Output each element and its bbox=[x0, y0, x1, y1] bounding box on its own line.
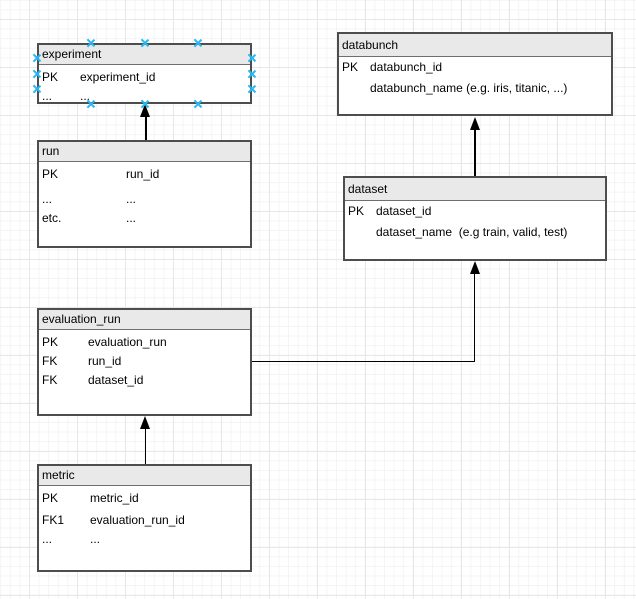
entity-title: metric bbox=[42, 468, 75, 482]
attr-key: ... bbox=[42, 89, 53, 103]
connector-dataset-to-databunch[interactable] bbox=[474, 128, 476, 176]
attr-key: FK bbox=[42, 373, 58, 387]
arrowhead-icon bbox=[469, 117, 480, 130]
attr-value: ... bbox=[80, 89, 91, 103]
connection-point-handle[interactable] bbox=[33, 69, 42, 78]
attr-key: ... bbox=[42, 192, 53, 206]
entity-experiment-body: PK experiment_id ... ... bbox=[39, 65, 250, 106]
connection-point-handle[interactable] bbox=[140, 39, 149, 48]
attr-key: etc. bbox=[42, 211, 62, 225]
connector-evaluation-run-to-dataset-horizontal[interactable] bbox=[252, 360, 475, 362]
connection-point-handle[interactable] bbox=[248, 54, 257, 63]
entity-run-body: PK run_id ... ... etc. ... bbox=[39, 162, 250, 228]
attr-value: ... bbox=[126, 211, 137, 225]
entity-dataset-header[interactable]: dataset bbox=[345, 178, 605, 201]
attr-value: ... bbox=[126, 192, 137, 206]
attribute-row[interactable]: dataset_name (e.g train, valid, test) bbox=[348, 222, 605, 243]
entity-databunch-body: PK databunch_id databunch_name (e.g. iri… bbox=[339, 57, 611, 99]
entity-run-header[interactable]: run bbox=[39, 142, 250, 162]
entity-databunch[interactable]: databunch PK databunch_id databunch_name… bbox=[337, 32, 613, 116]
attribute-row[interactable]: PK databunch_id bbox=[342, 57, 611, 78]
attribute-row[interactable]: ... ... bbox=[42, 87, 250, 106]
entity-experiment-header[interactable]: experiment bbox=[39, 45, 250, 65]
attr-value: experiment_id bbox=[80, 70, 156, 84]
entity-metric-body: PK metric_id FK1 evaluation_run_id ... .… bbox=[39, 486, 250, 549]
entity-title: dataset bbox=[348, 182, 388, 196]
attr-value: dataset_name (e.g train, valid, test) bbox=[376, 225, 568, 239]
attr-value: databunch_name (e.g. iris, titanic, ...) bbox=[370, 81, 568, 95]
attr-key bbox=[348, 222, 376, 243]
connection-point-handle[interactable] bbox=[86, 100, 95, 109]
attr-value: evaluation_run bbox=[88, 335, 167, 349]
entity-run[interactable]: run PK run_id ... ... etc. ... bbox=[37, 140, 252, 248]
entity-metric[interactable]: metric PK metric_id FK1 evaluation_run_i… bbox=[37, 464, 252, 572]
entity-evaluation-run-body: PK evaluation_run FK run_id FK dataset_i… bbox=[39, 330, 250, 390]
attr-value: ... bbox=[90, 532, 101, 546]
connector-run-to-experiment[interactable] bbox=[145, 115, 147, 140]
attr-value: dataset_id bbox=[376, 204, 432, 218]
attribute-row[interactable]: ... ... bbox=[42, 190, 250, 209]
attr-key: FK bbox=[42, 354, 58, 368]
attr-key: PK bbox=[42, 70, 59, 84]
connection-point-handle[interactable] bbox=[248, 84, 257, 93]
entity-title: evaluation_run bbox=[42, 312, 121, 326]
attribute-row[interactable]: PK dataset_id bbox=[348, 201, 605, 222]
attr-key bbox=[342, 78, 370, 99]
attr-value: run_id bbox=[88, 354, 122, 368]
connection-point-handle[interactable] bbox=[140, 100, 149, 109]
arrowhead-icon bbox=[139, 416, 150, 429]
arrowhead-icon bbox=[469, 261, 480, 274]
attr-key: PK bbox=[42, 491, 59, 505]
entity-metric-header[interactable]: metric bbox=[39, 466, 250, 486]
connector-metric-to-evaluation-run[interactable] bbox=[144, 427, 146, 464]
attribute-row[interactable]: FK dataset_id bbox=[42, 371, 250, 390]
attribute-row[interactable]: FK run_id bbox=[42, 352, 250, 371]
connection-point-handle[interactable] bbox=[194, 39, 203, 48]
attribute-row[interactable]: ... ... bbox=[42, 530, 250, 549]
connection-point-handle[interactable] bbox=[86, 39, 95, 48]
attr-key: ... bbox=[42, 532, 53, 546]
attribute-row[interactable]: PK experiment_id bbox=[42, 68, 250, 87]
entity-databunch-header[interactable]: databunch bbox=[339, 34, 611, 57]
attr-key: FK1 bbox=[42, 513, 65, 527]
attr-value: evaluation_run_id bbox=[90, 513, 185, 527]
attr-value: databunch_id bbox=[370, 60, 443, 74]
attribute-row[interactable]: databunch_name (e.g. iris, titanic, ...) bbox=[342, 78, 611, 99]
connection-point-handle[interactable] bbox=[33, 84, 42, 93]
entity-title: experiment bbox=[42, 47, 102, 61]
connection-point-handle[interactable] bbox=[248, 69, 257, 78]
entity-dataset[interactable]: dataset PK dataset_id dataset_name (e.g … bbox=[343, 176, 607, 261]
entity-experiment[interactable]: experiment PK experiment_id ... ... bbox=[37, 43, 252, 104]
attr-value: run_id bbox=[126, 167, 160, 181]
connector-evaluation-run-to-dataset-vertical[interactable] bbox=[473, 272, 476, 362]
entity-dataset-body: PK dataset_id dataset_name (e.g train, v… bbox=[345, 201, 605, 243]
entity-evaluation-run[interactable]: evaluation_run PK evaluation_run FK run_… bbox=[37, 308, 252, 416]
attr-key: PK bbox=[342, 60, 359, 74]
attribute-row[interactable]: PK metric_id bbox=[42, 489, 250, 508]
attribute-row[interactable]: etc. ... bbox=[42, 209, 250, 228]
attribute-row[interactable]: PK evaluation_run bbox=[42, 333, 250, 352]
attr-key: PK bbox=[42, 335, 59, 349]
connection-point-handle[interactable] bbox=[194, 100, 203, 109]
connection-point-handle[interactable] bbox=[33, 54, 42, 63]
entity-title: databunch bbox=[342, 38, 399, 52]
attribute-row[interactable]: FK1 evaluation_run_id bbox=[42, 511, 250, 530]
attr-key: PK bbox=[42, 167, 59, 181]
entity-title: run bbox=[42, 144, 60, 158]
arrowhead-icon bbox=[140, 104, 150, 117]
attr-value: dataset_id bbox=[88, 373, 144, 387]
attr-value: metric_id bbox=[90, 491, 139, 505]
attribute-row[interactable]: PK run_id bbox=[42, 165, 250, 184]
attr-key: PK bbox=[348, 204, 365, 218]
entity-evaluation-run-header[interactable]: evaluation_run bbox=[39, 310, 250, 330]
